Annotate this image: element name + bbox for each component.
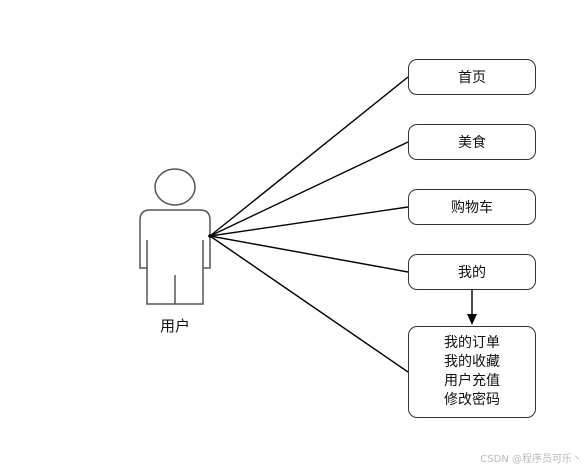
arrow-head-icon <box>467 314 477 325</box>
node-cart-label: 购物车 <box>451 200 493 216</box>
watermark: CSDN @程序员可乐丶 <box>480 454 582 465</box>
edge-user-home <box>209 76 409 237</box>
node-sub-item-recharge: 用户充值 <box>444 373 500 389</box>
node-home-label: 首页 <box>458 70 486 86</box>
node-sub-item-favorites: 我的收藏 <box>444 354 500 370</box>
user-actor-icon <box>139 168 211 305</box>
actor-head <box>154 168 196 206</box>
edge-user-cart <box>209 206 409 237</box>
node-cart: 购物车 <box>408 189 536 225</box>
node-food-label: 美食 <box>458 135 486 151</box>
node-mine-sub: 我的订单 我的收藏 用户充值 修改密码 <box>408 326 536 418</box>
node-sub-item-change-password: 修改密码 <box>444 392 500 408</box>
actor-body <box>139 209 211 305</box>
node-home: 首页 <box>408 59 536 95</box>
edge-user-food <box>209 141 409 237</box>
actor-label: 用户 <box>159 317 190 335</box>
node-mine-label: 我的 <box>458 265 486 281</box>
actor-anchor-dot <box>208 234 212 238</box>
edge-user-mine-sub <box>209 235 409 373</box>
node-food: 美食 <box>408 124 536 160</box>
node-mine: 我的 <box>408 254 536 290</box>
edge-user-mine <box>209 235 409 273</box>
node-sub-item-orders: 我的订单 <box>444 335 500 351</box>
arrow-mine-to-sub <box>467 289 477 325</box>
